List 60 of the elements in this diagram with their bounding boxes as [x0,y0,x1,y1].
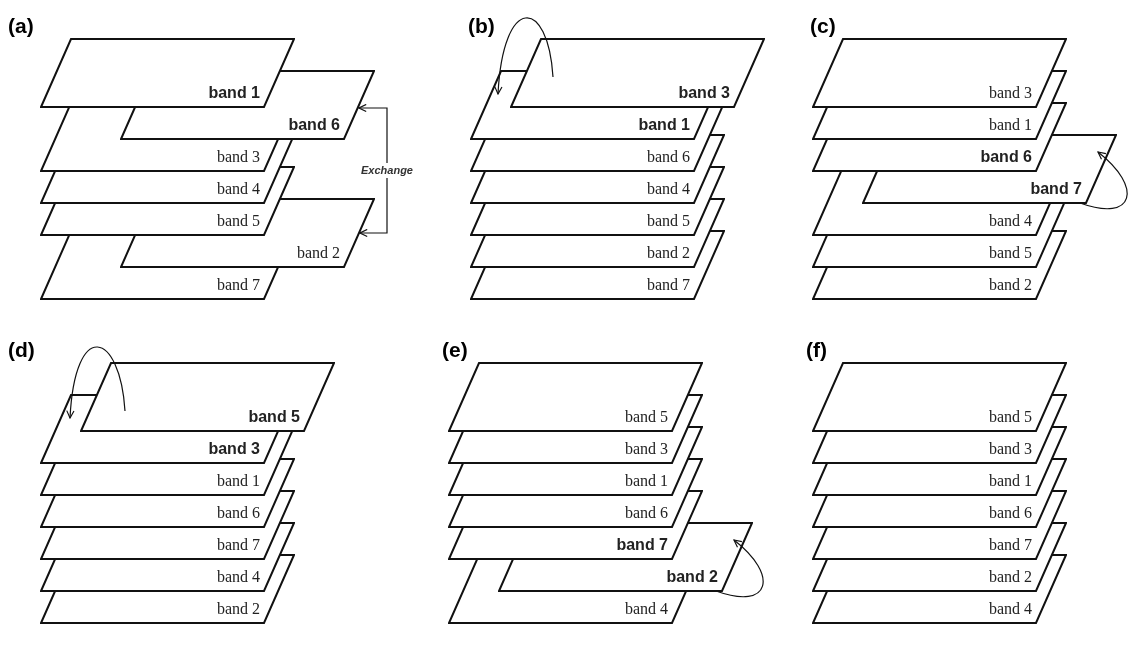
band-label: band 4 [988,600,1032,618]
band-label: band 3 [988,84,1032,102]
band-label: band 2 [646,244,690,262]
band-label: band 4 [216,180,260,198]
band-label: band 6 [216,504,260,522]
panel-label: (d) [8,338,35,362]
band-plate [811,37,1068,109]
edge-label: Exchange [360,163,414,178]
band-label: band 1 [216,472,260,490]
curved-arrow [494,17,554,95]
panel-label: (c) [810,14,836,38]
curved-arrow [715,539,764,598]
band-label: band 4 [646,180,690,198]
band-label: band 5 [624,408,668,426]
curved-arrow [66,346,126,419]
band-plate [79,361,336,433]
band-label: band 5 [646,212,690,230]
band-label: band 3 [988,440,1032,458]
band-label: band 4 [624,600,668,618]
panel-label: (a) [8,14,34,38]
band-label: band 6 [288,116,340,134]
band-label: band 2 [296,244,340,262]
double-arrow [358,103,388,238]
panel-label: (b) [468,14,495,38]
band-label: band 1 [988,472,1032,490]
panel-label: (f) [806,338,827,362]
band-label: band 3 [678,84,730,102]
band-label: band 7 [1030,180,1082,198]
band-label: band 3 [208,440,260,458]
band-label: band 1 [638,116,690,134]
band-plate [39,37,296,109]
band-label: band 7 [216,276,260,294]
band-label: band 6 [624,504,668,522]
band-label: band 2 [988,276,1032,294]
band-label: band 4 [988,212,1032,230]
band-label: band 7 [988,536,1032,554]
band-label: band 5 [216,212,260,230]
band-plate [447,361,704,433]
band-label: band 7 [646,276,690,294]
band-label: band 2 [666,568,718,586]
band-label: band 3 [216,148,260,166]
band-label: band 7 [216,536,260,554]
band-label: band 5 [248,408,300,426]
band-plate [811,361,1068,433]
curved-arrow [1079,151,1128,210]
band-label: band 1 [624,472,668,490]
band-label: band 2 [988,568,1032,586]
band-label: band 6 [646,148,690,166]
band-label: band 6 [988,504,1032,522]
band-label: band 2 [216,600,260,618]
band-label: band 7 [616,536,668,554]
band-label: band 4 [216,568,260,586]
band-label: band 5 [988,408,1032,426]
band-label: band 5 [988,244,1032,262]
band-plate [509,37,766,109]
band-label: band 1 [988,116,1032,134]
band-label: band 6 [980,148,1032,166]
band-label: band 1 [208,84,260,102]
band-label: band 3 [624,440,668,458]
panel-label: (e) [442,338,468,362]
